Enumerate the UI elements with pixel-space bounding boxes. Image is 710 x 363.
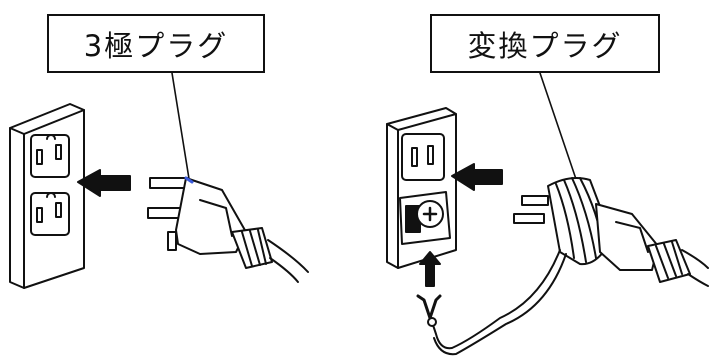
three-prong-plug-figure [9,72,309,289]
insertion-arrow-right [451,163,503,191]
wall-outlet-dual [9,103,85,289]
adapter-plug-figure [386,72,709,356]
insertion-arrow-left [77,169,131,197]
adapter-plug [513,177,709,287]
ground-arrow [419,251,441,287]
adapter-plug-label: 変換プラグ [430,14,660,73]
adapter-plug-label-text: 変換プラグ [467,28,623,63]
right-leader-line [539,72,579,186]
ground-wire [416,249,567,356]
wall-outlet-with-ground-terminal [386,107,457,269]
three-prong-plug-label: 3極プラグ [47,14,265,73]
left-leader-line [171,72,191,186]
three-prong-plug-label-text: 3極プラグ [83,28,229,63]
three-prong-plug [147,176,309,283]
